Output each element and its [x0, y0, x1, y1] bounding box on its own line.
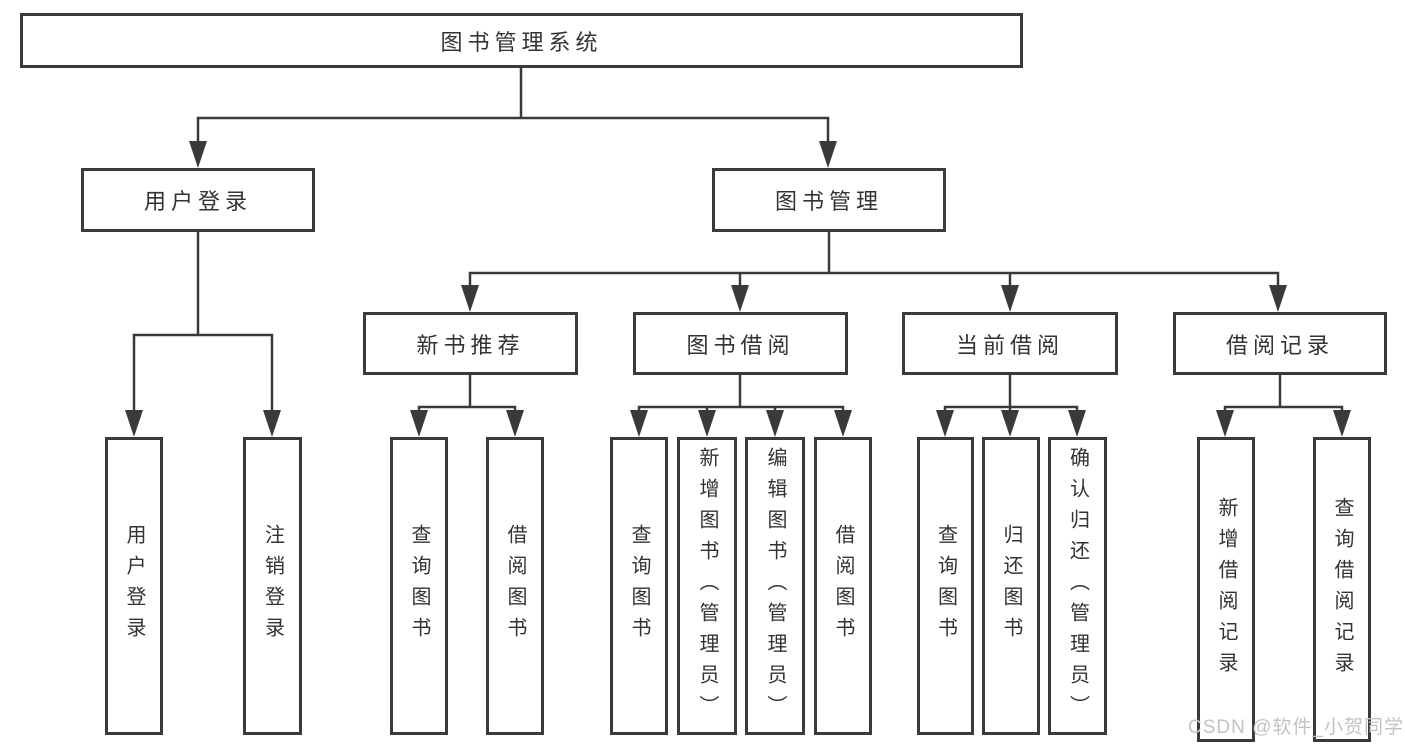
- node-book-borrow: 图书借阅: [633, 312, 848, 375]
- leaf-add-borrow-record: 新增借阅记录: [1197, 437, 1255, 742]
- node-user-login: 用户登录: [81, 168, 315, 232]
- leaf-query-books-borrow: 查询图书: [610, 437, 668, 735]
- leaf-query-books-recommend: 查询图书: [390, 437, 448, 735]
- leaf-user-login: 用户登录: [105, 437, 163, 735]
- node-current-borrow: 当前借阅: [902, 312, 1118, 375]
- node-book-management: 图书管理: [712, 168, 946, 232]
- watermark-text: CSDN @软件_小贺同学: [1188, 717, 1404, 738]
- leaf-query-books-current: 查询图书: [917, 437, 974, 735]
- leaf-return-book: 归还图书: [982, 437, 1040, 735]
- leaf-add-book-admin: 新增图书（管理员）: [677, 437, 737, 735]
- node-library-system: 图书管理系统: [20, 13, 1023, 68]
- leaf-borrow-books-recommend: 借阅图书: [486, 437, 544, 735]
- leaf-edit-book-admin: 编辑图书（管理员）: [745, 437, 805, 735]
- leaf-borrow-books: 借阅图书: [814, 437, 872, 735]
- node-new-book-recommend: 新书推荐: [363, 312, 578, 375]
- leaf-query-borrow-record: 查询借阅记录: [1313, 437, 1371, 742]
- node-borrow-record: 借阅记录: [1173, 312, 1387, 375]
- arrowheads: [125, 141, 1351, 437]
- leaf-confirm-return-admin: 确认归还（管理员）: [1048, 437, 1107, 735]
- leaf-logout: 注销登录: [243, 437, 302, 735]
